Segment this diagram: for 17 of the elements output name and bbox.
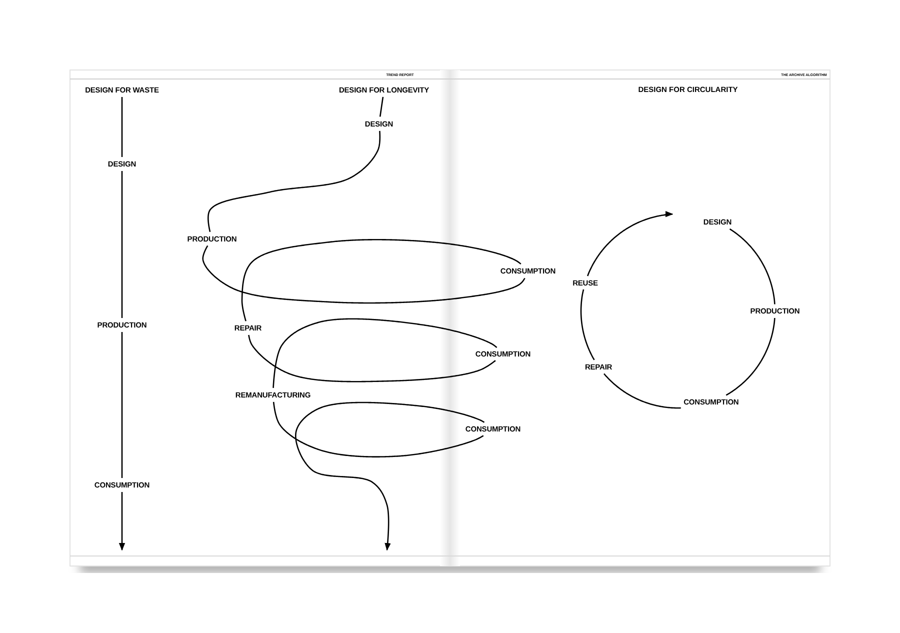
connector-line: [379, 96, 384, 117]
arrow: [295, 402, 485, 551]
connector-line: [272, 402, 484, 458]
connector-line: [241, 238, 522, 322]
connector-line: [121, 171, 123, 318]
arrow: [586, 210, 674, 276]
connector-line: [202, 245, 526, 304]
connector-line: [248, 334, 496, 382]
connector-line: [726, 318, 776, 396]
arrow: [118, 492, 126, 551]
connector-line: [121, 97, 123, 157]
connector-line: [729, 228, 776, 304]
connector-line: [604, 373, 681, 409]
connector-line: [121, 332, 123, 478]
connector-line: [208, 130, 381, 232]
connector-line: [272, 318, 498, 388]
connector-line: [580, 289, 595, 360]
